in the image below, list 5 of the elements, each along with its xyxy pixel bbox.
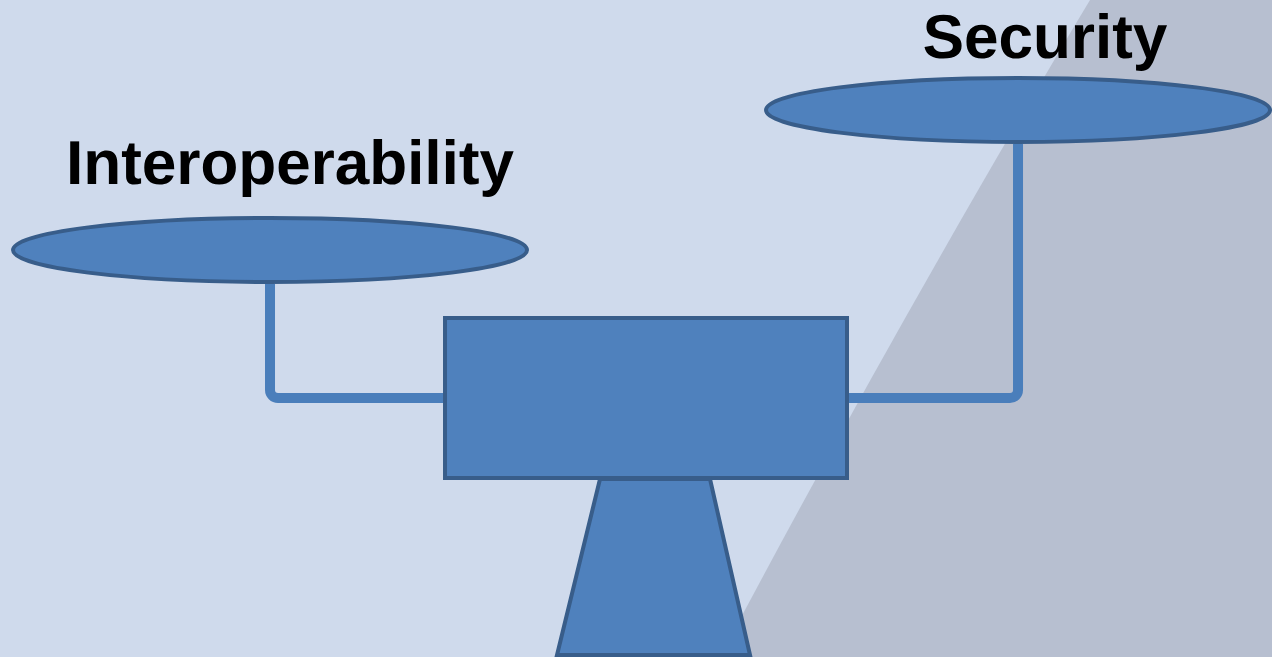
- scale-arm: [849, 144, 1023, 403]
- beam-box: [443, 316, 849, 480]
- pan-heading: Security: [924, 13, 1167, 71]
- scale-arm: [265, 284, 443, 403]
- pan-heading: Interoperability: [70, 139, 514, 197]
